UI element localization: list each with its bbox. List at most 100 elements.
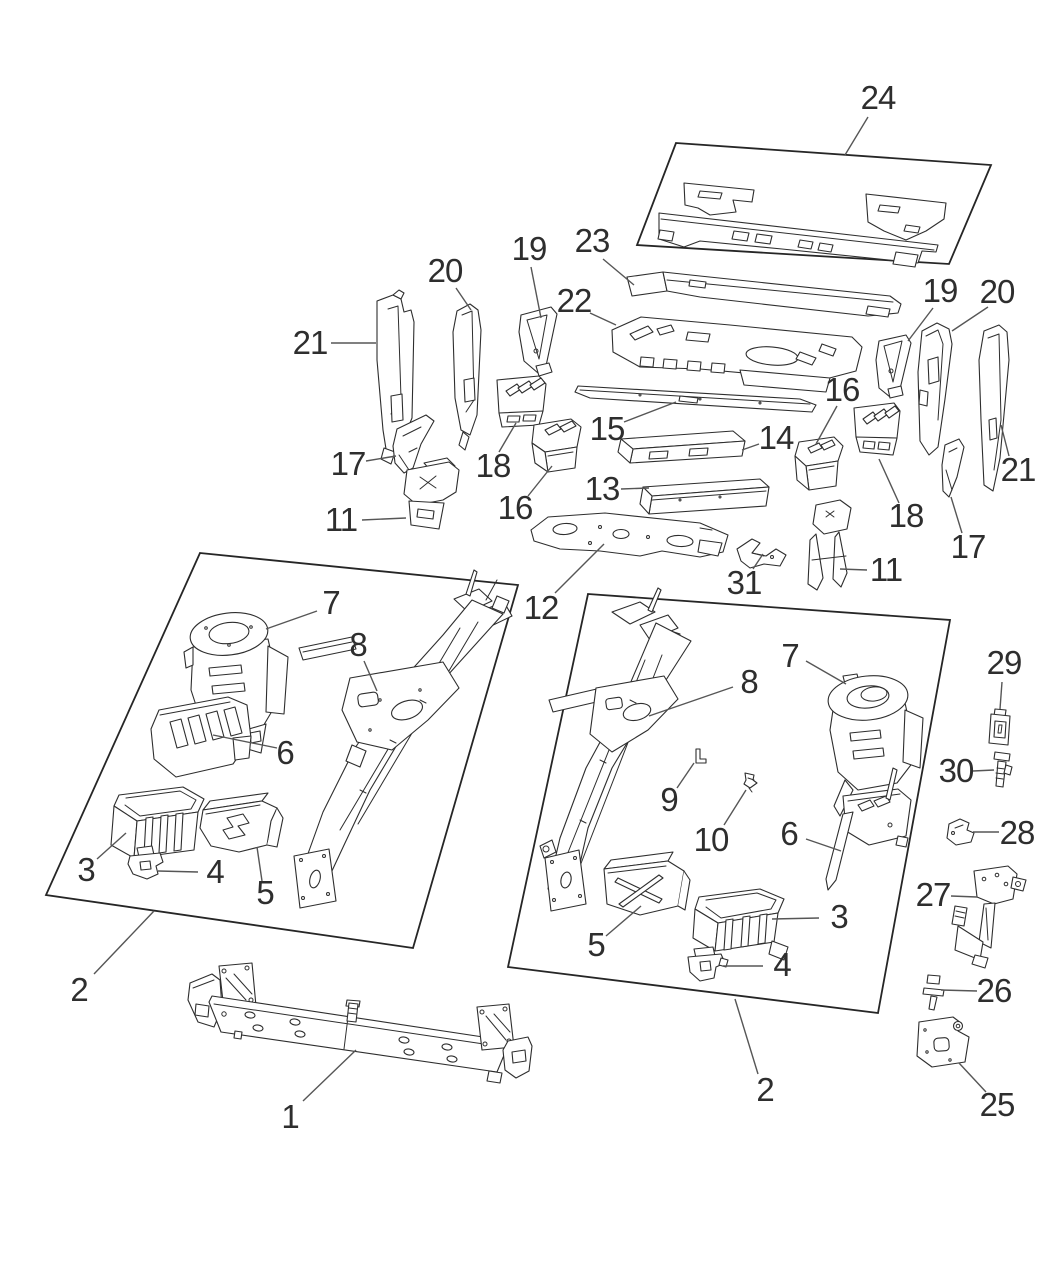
- line-art: [249, 730, 262, 744]
- line-art: [204, 626, 208, 630]
- line-art: [710, 362, 726, 374]
- line-art: [244, 965, 250, 971]
- line-art: [225, 973, 253, 1001]
- line-art: [860, 686, 888, 702]
- line-art: [685, 331, 711, 343]
- callout-leader-line: [752, 553, 764, 570]
- line-art: [697, 190, 723, 200]
- line-art: [995, 767, 1006, 780]
- callout-leader-line: [455, 287, 472, 311]
- line-art: [322, 854, 326, 858]
- line-art: [607, 865, 667, 874]
- line-art: [629, 325, 654, 341]
- line-art: [298, 636, 357, 661]
- callout-leader-line: [620, 487, 650, 490]
- line-art: [805, 460, 839, 491]
- callout-leader-line: [589, 312, 617, 326]
- line-art: [718, 495, 722, 499]
- line-art: [758, 401, 762, 405]
- callout-13: 13: [585, 470, 650, 507]
- part-number-label: 7: [781, 637, 798, 674]
- callout-5-left: 5: [256, 846, 275, 911]
- callout-leader-line: [950, 496, 963, 534]
- part-number-label: 2: [756, 1071, 773, 1108]
- part-number-label: 19: [923, 272, 958, 309]
- line-art: [887, 822, 893, 828]
- line-art: [945, 447, 958, 491]
- part-13-drawing: [639, 478, 770, 515]
- line-art: [925, 1050, 929, 1054]
- line-art: [187, 714, 207, 745]
- line-art: [294, 1030, 306, 1038]
- line-art: [705, 892, 777, 919]
- callout-29: 29: [987, 644, 1022, 710]
- line-art: [183, 646, 194, 669]
- callout-25: 25: [958, 1062, 1015, 1123]
- line-art: [973, 865, 1018, 905]
- line-art: [419, 475, 437, 490]
- callout-leader-line: [815, 405, 838, 445]
- line-art: [550, 860, 554, 864]
- line-art: [529, 377, 546, 391]
- line-art: [928, 995, 938, 1011]
- line-art: [797, 239, 814, 250]
- callout-leader-line: [907, 307, 934, 342]
- line-art: [560, 871, 572, 889]
- callout-11-right: 11: [839, 551, 903, 588]
- line-art: [662, 358, 678, 370]
- line-art: [173, 812, 184, 852]
- line-art: [511, 1049, 527, 1064]
- line-art: [535, 362, 553, 377]
- line-art: [736, 538, 787, 569]
- line-art: [485, 579, 498, 601]
- line-art: [699, 960, 712, 972]
- part-12-drawing: [530, 512, 729, 558]
- line-art: [158, 814, 169, 854]
- part-number-label: 9: [660, 781, 677, 818]
- line-art: [390, 393, 404, 423]
- line-art: [1015, 881, 1021, 887]
- line-art: [299, 858, 303, 862]
- part-10-drawing: [743, 772, 758, 793]
- part-number-label: 16: [825, 371, 860, 408]
- callout-leader-line: [602, 258, 635, 286]
- callout-leader-line: [530, 266, 542, 319]
- part-number-label: 17: [331, 445, 366, 482]
- line-art: [380, 447, 396, 465]
- callout-6-right: 6: [780, 815, 842, 852]
- line-art: [542, 845, 550, 853]
- part-17-left-drawing: [392, 414, 435, 474]
- line-art: [617, 438, 634, 464]
- line-art: [812, 499, 852, 535]
- line-art: [865, 305, 891, 318]
- callout-leader-line: [256, 846, 263, 882]
- line-art: [192, 979, 215, 989]
- line-art: [686, 360, 702, 372]
- part-number-label: 20: [980, 273, 1015, 310]
- line-art: [588, 541, 592, 545]
- part-number-label: 21: [293, 324, 328, 361]
- part-16-left-drawing: [531, 418, 582, 473]
- line-art: [547, 451, 574, 457]
- part-3-left-drawing: [110, 786, 205, 859]
- line-art: [892, 251, 919, 268]
- line-art: [213, 1003, 505, 1050]
- line-art: [981, 876, 987, 882]
- part-21-left-drawing: [376, 289, 415, 465]
- callout-leader-line: [950, 895, 978, 898]
- line-art: [646, 535, 650, 539]
- line-art: [993, 720, 1007, 739]
- line-art: [559, 420, 577, 433]
- callout-leader-line: [805, 838, 842, 852]
- part-5-left-drawing: [199, 792, 284, 853]
- part-20-left-drawing: [452, 303, 482, 451]
- line-art: [579, 389, 811, 405]
- line-art: [657, 229, 675, 242]
- line-art: [768, 940, 789, 961]
- line-art: [743, 772, 758, 789]
- line-art: [808, 465, 835, 471]
- part-15-drawing: [574, 385, 817, 413]
- group-rear-shelf-panel-24: [635, 142, 993, 268]
- part-number-label: 5: [256, 874, 273, 911]
- callout-6-left: 6: [212, 734, 295, 771]
